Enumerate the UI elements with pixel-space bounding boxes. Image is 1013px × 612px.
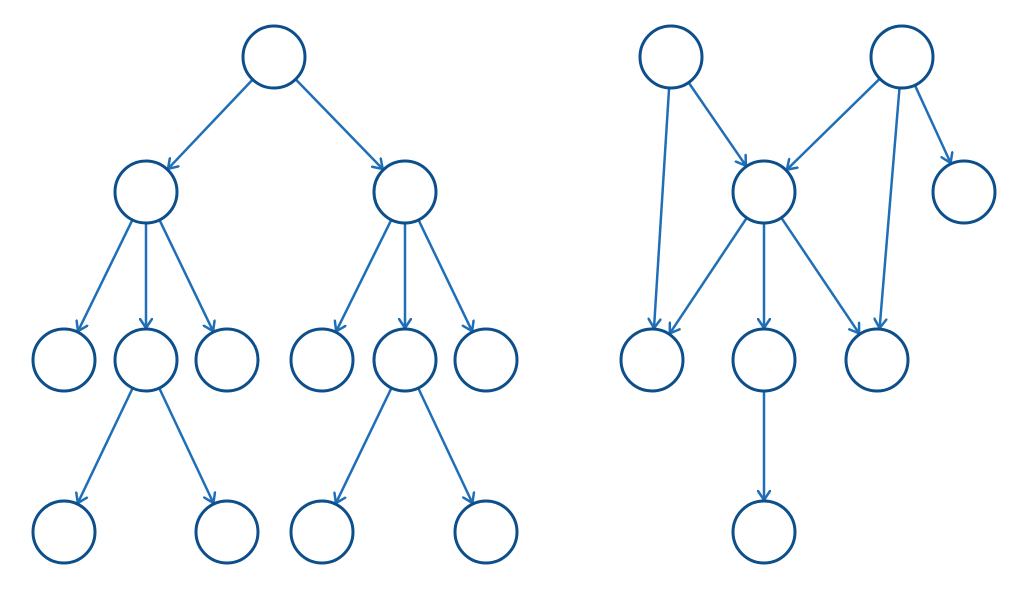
edge-arrow-d1-d5 [654,86,671,330]
edge-arrow-t2-t6 [158,218,214,333]
node-t3 [372,159,438,225]
node-d2 [869,24,935,90]
node-t10 [31,499,97,565]
edge-arrow-d1-d3 [687,81,748,167]
node-d8 [731,499,797,565]
edge-arrow-t5-t10 [78,386,134,505]
node-t12 [289,499,355,565]
edges-layer [78,77,951,505]
node-d7 [844,327,910,393]
edge-arrow-t8-t12 [336,386,393,505]
edge-arrow-d2-d7 [880,86,901,330]
node-t6 [194,327,260,393]
node-d3 [731,159,797,225]
node-t2 [113,159,179,225]
node-d6 [731,327,797,393]
nodes-layer [31,24,997,565]
edge-arrow-d2-d3 [785,77,882,171]
edge-arrow-d2-d4 [913,83,951,165]
node-t5 [113,327,179,393]
edge-arrow-t3-t7 [336,218,393,333]
edge-arrow-d3-d5 [670,216,749,335]
edge-arrow-t1-t3 [294,77,384,171]
node-t9 [453,327,519,393]
node-d1 [638,24,704,90]
node-t4 [31,327,97,393]
node-t11 [194,499,260,565]
node-t1 [241,24,307,90]
edge-arrow-d3-d7 [780,216,861,335]
edge-arrow-t3-t9 [417,218,473,333]
node-t13 [453,499,519,565]
node-d5 [619,327,685,393]
node-d4 [931,159,997,225]
edge-arrow-t1-t2 [166,78,254,171]
edge-arrow-t5-t11 [157,386,213,505]
edge-arrow-t8-t13 [416,386,472,505]
edge-arrow-t2-t4 [78,218,134,333]
node-t7 [289,327,355,393]
node-t8 [372,327,438,393]
